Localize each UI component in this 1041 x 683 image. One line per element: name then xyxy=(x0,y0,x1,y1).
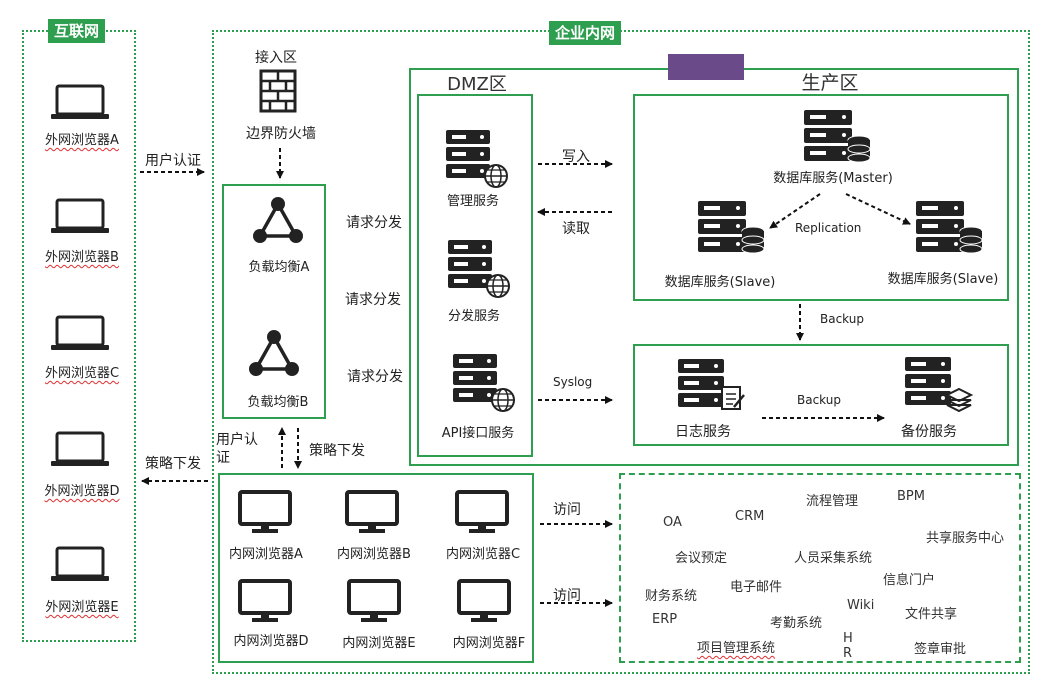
system-label: BPM xyxy=(897,489,925,504)
intranet-client-label: 内网浏览器F xyxy=(452,636,526,651)
system-label: 共享服务中心 xyxy=(926,531,1005,546)
highlight-block xyxy=(668,54,744,80)
load-balancer-label: 负载均衡B xyxy=(247,395,309,410)
system-label: 流程管理 xyxy=(806,494,859,509)
monitor-icon xyxy=(238,579,292,622)
backup-service-label: 备份服务 xyxy=(901,424,957,440)
edge-label-replication: Replication xyxy=(795,221,862,235)
load-balancer-box xyxy=(222,184,326,419)
server-globe-icon xyxy=(448,240,510,298)
edge-label-dispatch: 请求分发 xyxy=(346,215,402,231)
system-label: 文件共享 xyxy=(905,607,958,622)
db-master-label: 数据库服务(Master) xyxy=(773,171,893,186)
laptop-icon xyxy=(51,431,109,466)
system-label: 签章审批 xyxy=(914,642,967,657)
edge-label-write: 写入 xyxy=(562,149,590,165)
monitor-icon xyxy=(457,579,511,622)
load-balancer-icon xyxy=(249,330,299,376)
dmz-service-label: 管理服务 xyxy=(446,194,500,209)
system-label: OA xyxy=(663,515,682,530)
server-globe-icon xyxy=(453,354,515,412)
intranet-clients-box xyxy=(218,473,534,663)
edge-label-dispatch: 请求分发 xyxy=(347,369,403,385)
edge-label-backup: Backup xyxy=(797,393,841,407)
db-slave-label: 数据库服务(Slave) xyxy=(664,275,776,290)
system-label: 人员采集系统 xyxy=(794,551,873,566)
load-balancer-label: 负载均衡A xyxy=(248,260,310,275)
intranet-client-label: 内网浏览器A xyxy=(229,547,303,562)
edge-label-read: 读取 xyxy=(562,221,590,237)
internet-client-label: 外网浏览器B xyxy=(45,250,119,265)
backup-server-icon xyxy=(905,357,974,413)
edge-label-visit: 访问 xyxy=(553,502,581,518)
firewall-icon xyxy=(259,69,297,113)
system-label: 考勤系统 xyxy=(770,616,823,631)
monitor-icon xyxy=(347,579,401,622)
monitor-icon xyxy=(455,490,509,533)
system-label: ERP xyxy=(652,612,678,627)
enterprise-systems-box xyxy=(619,473,1021,663)
db-slave-label: 数据库服务(Slave) xyxy=(887,272,999,287)
laptop-icon xyxy=(51,546,109,581)
internet-client-label: 外网浏览器A xyxy=(45,133,119,148)
server-globe-icon xyxy=(446,130,508,188)
system-label: Wiki xyxy=(847,598,875,613)
log-server-icon xyxy=(678,359,745,410)
edge-label-syslog: Syslog xyxy=(553,375,593,389)
edge-label-visit: 访问 xyxy=(553,588,581,604)
edge-label-backup: Backup xyxy=(820,312,864,326)
internet-zone-title: 互联网 xyxy=(48,19,106,43)
access-zone-title: 接入区 xyxy=(255,50,297,66)
laptop-icon xyxy=(51,315,109,350)
monitor-icon xyxy=(345,490,399,533)
edge-label-dispatch: 请求分发 xyxy=(345,292,401,308)
edge-label-user-auth-intranet: 用户认 证 xyxy=(216,432,258,466)
intranet-client-label: 内网浏览器B xyxy=(337,547,411,562)
log-service-label: 日志服务 xyxy=(675,424,731,440)
dmz-service-label: API接口服务 xyxy=(441,426,515,441)
database-server-icon xyxy=(698,201,765,254)
edge-label-policy-out: 策略下发 xyxy=(145,456,201,472)
firewall-label: 边界防火墙 xyxy=(246,126,316,142)
intranet-client-label: 内网浏览器E xyxy=(342,636,416,651)
system-label: H R xyxy=(843,631,853,661)
internet-client-label: 外网浏览器E xyxy=(45,600,119,615)
laptop-icon xyxy=(51,84,109,119)
intranet-client-label: 内网浏览器C xyxy=(445,547,521,562)
load-balancer-icon xyxy=(253,197,303,243)
edge-label-policy-intranet: 策略下发 xyxy=(309,443,365,459)
intranet-zone-title: 企业内网 xyxy=(549,21,622,45)
dmz-service-label: 分发服务 xyxy=(447,309,501,324)
edge-label-user-auth: 用户认证 xyxy=(145,153,201,169)
production-zone-title: 生产区 xyxy=(801,72,859,94)
dmz-zone-title: DMZ区 xyxy=(447,74,507,95)
intranet-client-label: 内网浏览器D xyxy=(233,634,309,649)
arrow-replication-right xyxy=(845,193,911,225)
laptop-icon xyxy=(51,198,109,233)
system-label: 电子邮件 xyxy=(730,580,783,595)
system-label: 财务系统 xyxy=(645,589,698,604)
system-label: 信息门户 xyxy=(883,573,936,588)
system-label: CRM xyxy=(735,509,765,524)
database-server-icon xyxy=(804,110,871,163)
internet-client-label: 外网浏览器D xyxy=(44,484,120,499)
internet-client-label: 外网浏览器C xyxy=(44,366,120,381)
system-label: 会议预定 xyxy=(675,551,728,566)
system-label: 项目管理系统 xyxy=(697,641,776,656)
arrow-replication-left xyxy=(769,193,821,229)
database-server-icon xyxy=(916,201,983,254)
monitor-icon xyxy=(238,490,292,533)
